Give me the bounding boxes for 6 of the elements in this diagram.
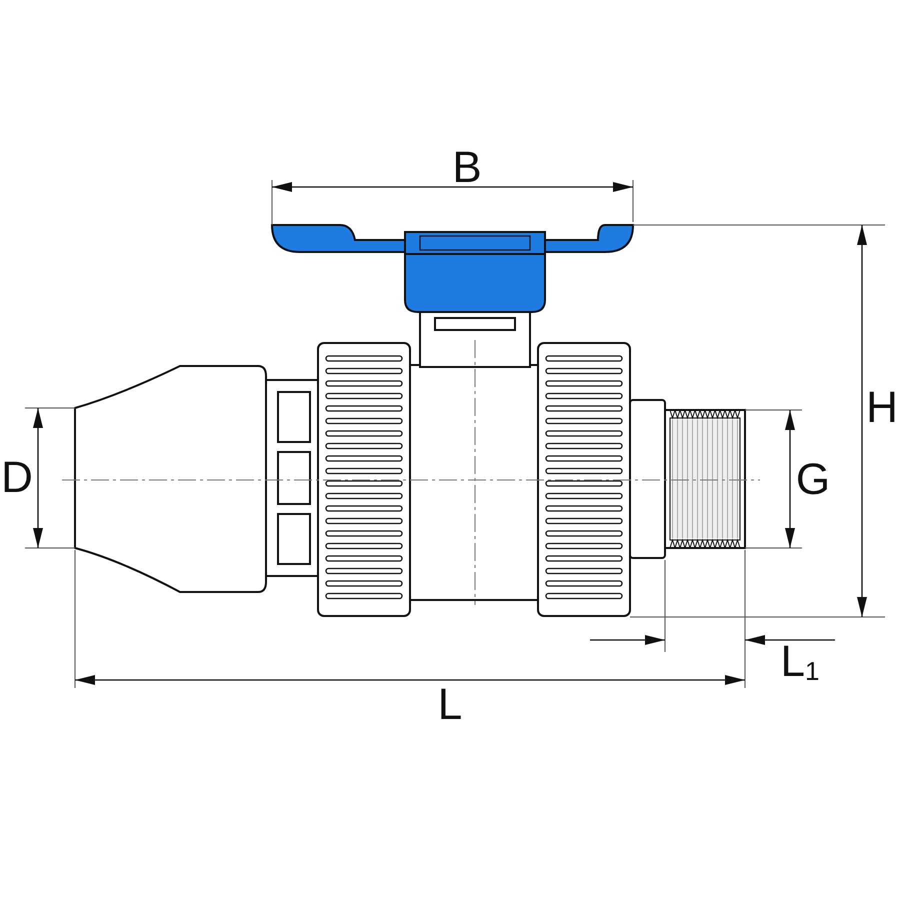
dimension-label: D xyxy=(1,456,33,500)
dimension-label: L xyxy=(438,683,462,727)
dimension-label: H xyxy=(866,386,898,430)
dimension-label: G xyxy=(796,458,830,502)
dimension-label: B xyxy=(452,146,482,190)
dimension-label: L$_{1}$ xyxy=(780,640,820,684)
